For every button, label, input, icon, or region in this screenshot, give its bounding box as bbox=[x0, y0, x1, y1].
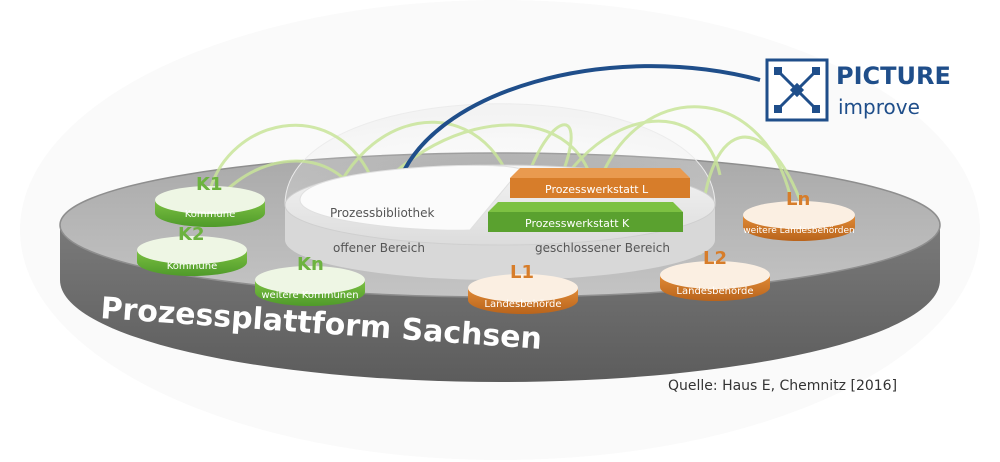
logo-title: PICTURE bbox=[836, 62, 951, 90]
closed-area-label: geschlossener Bereich bbox=[535, 241, 670, 255]
node-k2: K2 Kommune bbox=[137, 224, 247, 276]
node-ln: Ln weitere Landesbehörden bbox=[743, 189, 855, 241]
node-k1-tag: K1 bbox=[196, 174, 222, 195]
node-k1-label: Kommune bbox=[185, 209, 236, 220]
node-k2-label: Kommune bbox=[167, 261, 218, 272]
node-l1-label: Landesbehörde bbox=[484, 299, 561, 310]
workshop-l-label: Prozesswerkstatt L bbox=[545, 183, 649, 196]
open-area-label: offener Bereich bbox=[333, 241, 425, 255]
node-l1: L1 Landesbehörde bbox=[468, 262, 578, 314]
workshop-k-block bbox=[488, 202, 683, 232]
picture-improve-logo: PICTURE improve bbox=[765, 58, 951, 122]
node-k1: K1 Kommune bbox=[155, 174, 265, 227]
logo-connection-arc bbox=[396, 64, 761, 186]
workshop-k-label: Prozesswerkstatt K bbox=[525, 217, 630, 230]
logo-subtitle: improve bbox=[838, 95, 920, 119]
node-l2-tag: L2 bbox=[703, 248, 727, 269]
node-kn-label: weitere Kommunen bbox=[261, 290, 358, 301]
node-ln-label: weitere Landesbehörden bbox=[743, 226, 855, 236]
node-ln-tag: Ln bbox=[786, 189, 810, 210]
node-l1-tag: L1 bbox=[510, 262, 534, 283]
workshop-l-block bbox=[510, 168, 690, 198]
node-l2: L2 Landesbehörde bbox=[660, 248, 770, 301]
source-caption: Quelle: Haus E, Chemnitz [2016] bbox=[668, 378, 897, 394]
node-l2-label: Landesbehörde bbox=[676, 286, 753, 297]
node-kn-tag: Kn bbox=[297, 254, 324, 275]
node-kn: Kn weitere Kommunen bbox=[255, 254, 365, 306]
node-k2-tag: K2 bbox=[178, 224, 204, 245]
library-label: Prozessbibliothek bbox=[330, 206, 434, 220]
